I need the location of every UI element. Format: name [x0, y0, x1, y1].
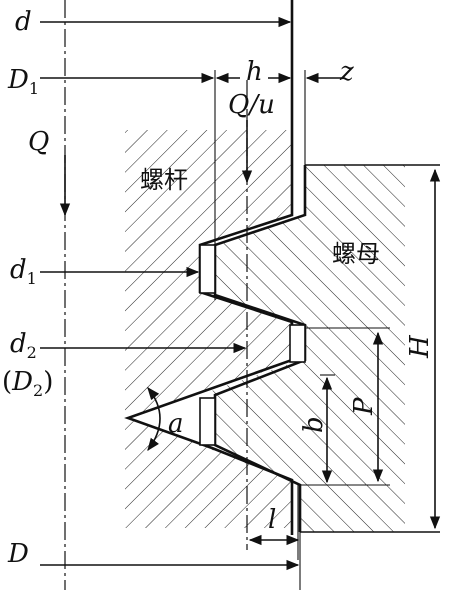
- label-Q: Q: [28, 127, 49, 157]
- label-D: D: [7, 539, 29, 569]
- label-D1: D1: [7, 65, 39, 98]
- tooth-face-2: [289, 324, 306, 363]
- label-Qu: Q/u: [228, 90, 275, 120]
- tooth-face-1: [199, 244, 216, 294]
- label-screw: 螺杆: [140, 166, 188, 194]
- tooth-face-3: [199, 397, 216, 446]
- label-z: z: [339, 57, 354, 87]
- label-nut: 螺母: [332, 240, 380, 268]
- label-d: d: [15, 7, 32, 37]
- label-D2: (D2): [2, 367, 53, 400]
- label-h: h: [246, 57, 263, 87]
- angle-arc: [147, 387, 161, 452]
- label-b: b: [299, 416, 329, 433]
- label-l: l: [268, 505, 276, 535]
- label-a: a: [168, 409, 184, 439]
- label-d2: d2: [10, 329, 37, 362]
- label-H: H: [405, 334, 435, 359]
- label-d1: d1: [10, 255, 37, 288]
- screw-hatch-region: [125, 130, 292, 528]
- label-P: P: [349, 397, 379, 416]
